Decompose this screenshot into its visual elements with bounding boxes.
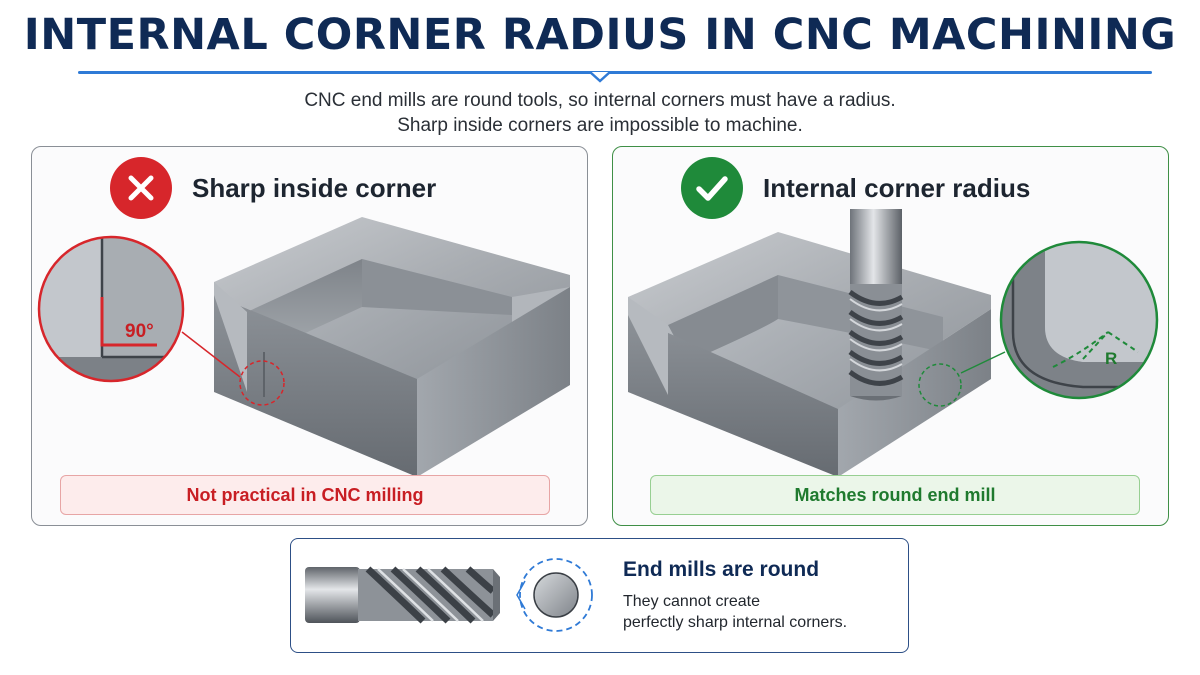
end-mill-info-box: End mills are round They cannot create p… [290, 538, 909, 653]
page-title: INTERNAL CORNER RADIUS IN CNC MACHINING [23, 10, 1177, 60]
title-underline [78, 71, 1152, 74]
cross-icon [110, 157, 172, 219]
radius-corner-panel: R Internal corner radius Matches round e… [612, 146, 1169, 526]
sharp-corner-verdict: Not practical in CNC milling [60, 475, 550, 515]
sharp-corner-panel: 90° Sharp inside corner Not practical in… [31, 146, 588, 526]
end-mill-flutes [848, 284, 904, 401]
end-mill-info-line-2: perfectly sharp internal corners. [623, 614, 848, 631]
sharp-corner-header: Sharp inside corner [110, 157, 436, 219]
angle-label: 90° [125, 321, 154, 342]
sharp-corner-heading: Sharp inside corner [192, 172, 437, 203]
sharp-corner-illustration [37, 217, 570, 477]
radius-corner-verdict: Matches round end mill [650, 475, 1140, 515]
radius-corner-header: Internal corner radius [681, 157, 1030, 219]
end-mill-info-title: End mills are round [623, 558, 820, 581]
radius-label: R [1105, 349, 1118, 368]
end-mill-info-line-1: They cannot create [623, 593, 760, 610]
radius-corner-heading: Internal corner radius [763, 172, 1031, 203]
intro-line-2: Sharp inside corners are impossible to m… [397, 115, 803, 136]
radius-corner-illustration [628, 209, 1159, 477]
intro-line-1: CNC end mills are round tools, so intern… [304, 90, 896, 111]
intro-text: CNC end mills are round tools, so intern… [0, 88, 1200, 138]
checkmark-icon [681, 157, 743, 219]
end-mill-illustration [305, 558, 593, 632]
end-mill-info-text: They cannot create perfectly sharp inter… [623, 591, 847, 633]
underline-notch [590, 71, 610, 83]
